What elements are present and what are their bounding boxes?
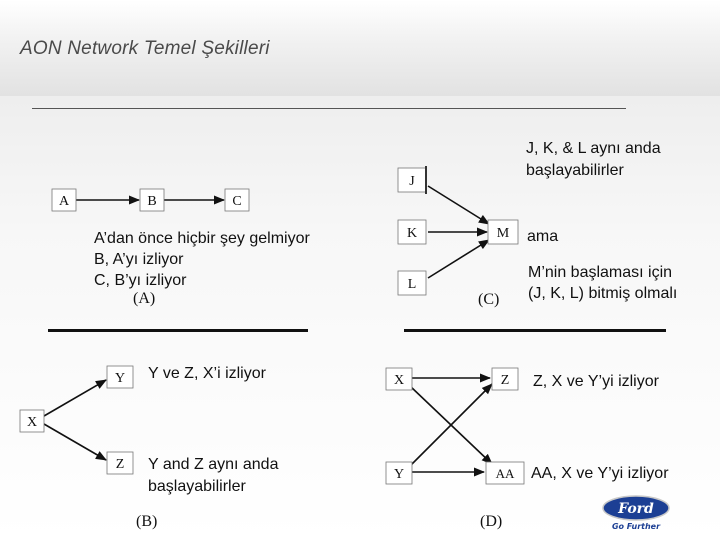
- svg-text:A: A: [59, 194, 70, 209]
- page-title: AON Network Temel Şekilleri: [20, 38, 270, 59]
- svg-text:B: B: [147, 194, 156, 209]
- node-b: B: [139, 188, 165, 212]
- panel-b-z-text-line-2: başlayabilirler: [148, 478, 246, 495]
- svg-text:C: C: [232, 194, 241, 209]
- panel-c-m-line-2: (J, K, L) bitmiş olmalı: [528, 285, 678, 302]
- svg-text:Go Further: Go Further: [612, 522, 661, 531]
- title-rule: [32, 108, 626, 109]
- arrow-x-z: [43, 423, 107, 461]
- panel-c-note-line-1: J, K, & L aynı anda: [526, 140, 661, 157]
- node-a: A: [51, 188, 77, 212]
- separator-left: [48, 329, 308, 332]
- panel-c-note-line-2: başlayabilirler: [526, 162, 624, 179]
- node-x-d: X: [385, 367, 413, 391]
- ford-logo: Ford Go Further: [602, 495, 670, 531]
- node-j: J: [397, 166, 427, 194]
- svg-text:X: X: [27, 415, 37, 430]
- separator-right: [404, 329, 666, 332]
- svg-text:J: J: [409, 174, 415, 189]
- node-k: K: [397, 219, 427, 245]
- panel-b-y-text: Y ve Z, X’i izliyor: [148, 365, 266, 382]
- svg-text:K: K: [407, 226, 417, 241]
- panel-a-caption: (A): [133, 290, 156, 307]
- svg-text:M: M: [497, 226, 510, 241]
- title-band: [0, 0, 720, 96]
- panel-a-line-3: C, B’yı izliyor: [94, 272, 187, 289]
- arrow-j-m: [427, 185, 490, 225]
- svg-text:Y: Y: [394, 467, 404, 482]
- node-y-d: Y: [385, 461, 413, 485]
- panel-a-line-2: B, A’yı izliyor: [94, 251, 184, 268]
- panel-c-caption: (C): [478, 291, 500, 308]
- svg-text:L: L: [408, 277, 417, 292]
- node-aa: AA: [485, 461, 525, 485]
- arrow-y-z: [409, 383, 493, 467]
- panel-d-z-text: Z, X ve Y’yi izliyor: [533, 373, 659, 390]
- panel-a-line-1: A’dan önce hiçbir şey gelmiyor: [94, 230, 310, 247]
- svg-text:Z: Z: [501, 373, 510, 388]
- arrow-x-y: [43, 379, 107, 417]
- node-y-b: Y: [106, 365, 134, 389]
- node-c: C: [224, 188, 250, 212]
- node-m: M: [487, 219, 519, 245]
- svg-text:X: X: [394, 373, 404, 388]
- panel-b-caption: (B): [136, 513, 158, 530]
- panel-d-aa-text: AA, X ve Y’yi izliyor: [531, 465, 669, 482]
- node-z-b: Z: [106, 451, 134, 475]
- svg-text:Ford: Ford: [617, 501, 654, 517]
- panel-c-m-line-1: M’nin başlaması için: [528, 264, 673, 281]
- panel-b-z-text-line-1: Y and Z aynı anda: [148, 456, 279, 473]
- panel-d-caption: (D): [480, 513, 503, 530]
- node-z-d: Z: [491, 367, 519, 391]
- svg-text:Y: Y: [115, 371, 125, 386]
- svg-text:Z: Z: [116, 457, 125, 472]
- node-x-b: X: [19, 409, 45, 433]
- node-l: L: [397, 270, 427, 296]
- panel-c-ama: ama: [527, 228, 559, 245]
- arrow-l-m: [427, 239, 490, 279]
- svg-text:AA: AA: [496, 466, 515, 481]
